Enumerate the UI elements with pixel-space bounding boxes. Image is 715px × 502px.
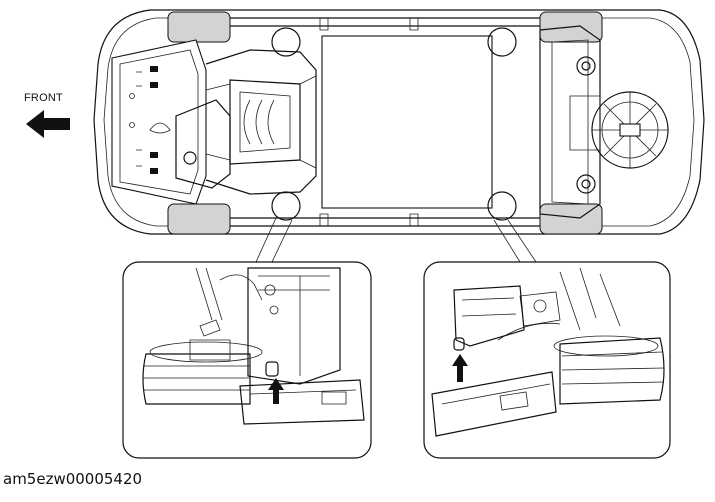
up-arrow-icon: [452, 354, 468, 382]
front-label: FRONT: [24, 92, 63, 104]
arrow-left-icon: [26, 110, 70, 138]
front-lift-point-detail: [122, 261, 372, 459]
up-arrow-icon: [268, 378, 284, 404]
figure-id: am5ezw00005420: [3, 470, 143, 488]
vehicle-underbody: [93, 9, 705, 263]
rear-lift-point-detail: [423, 261, 671, 459]
